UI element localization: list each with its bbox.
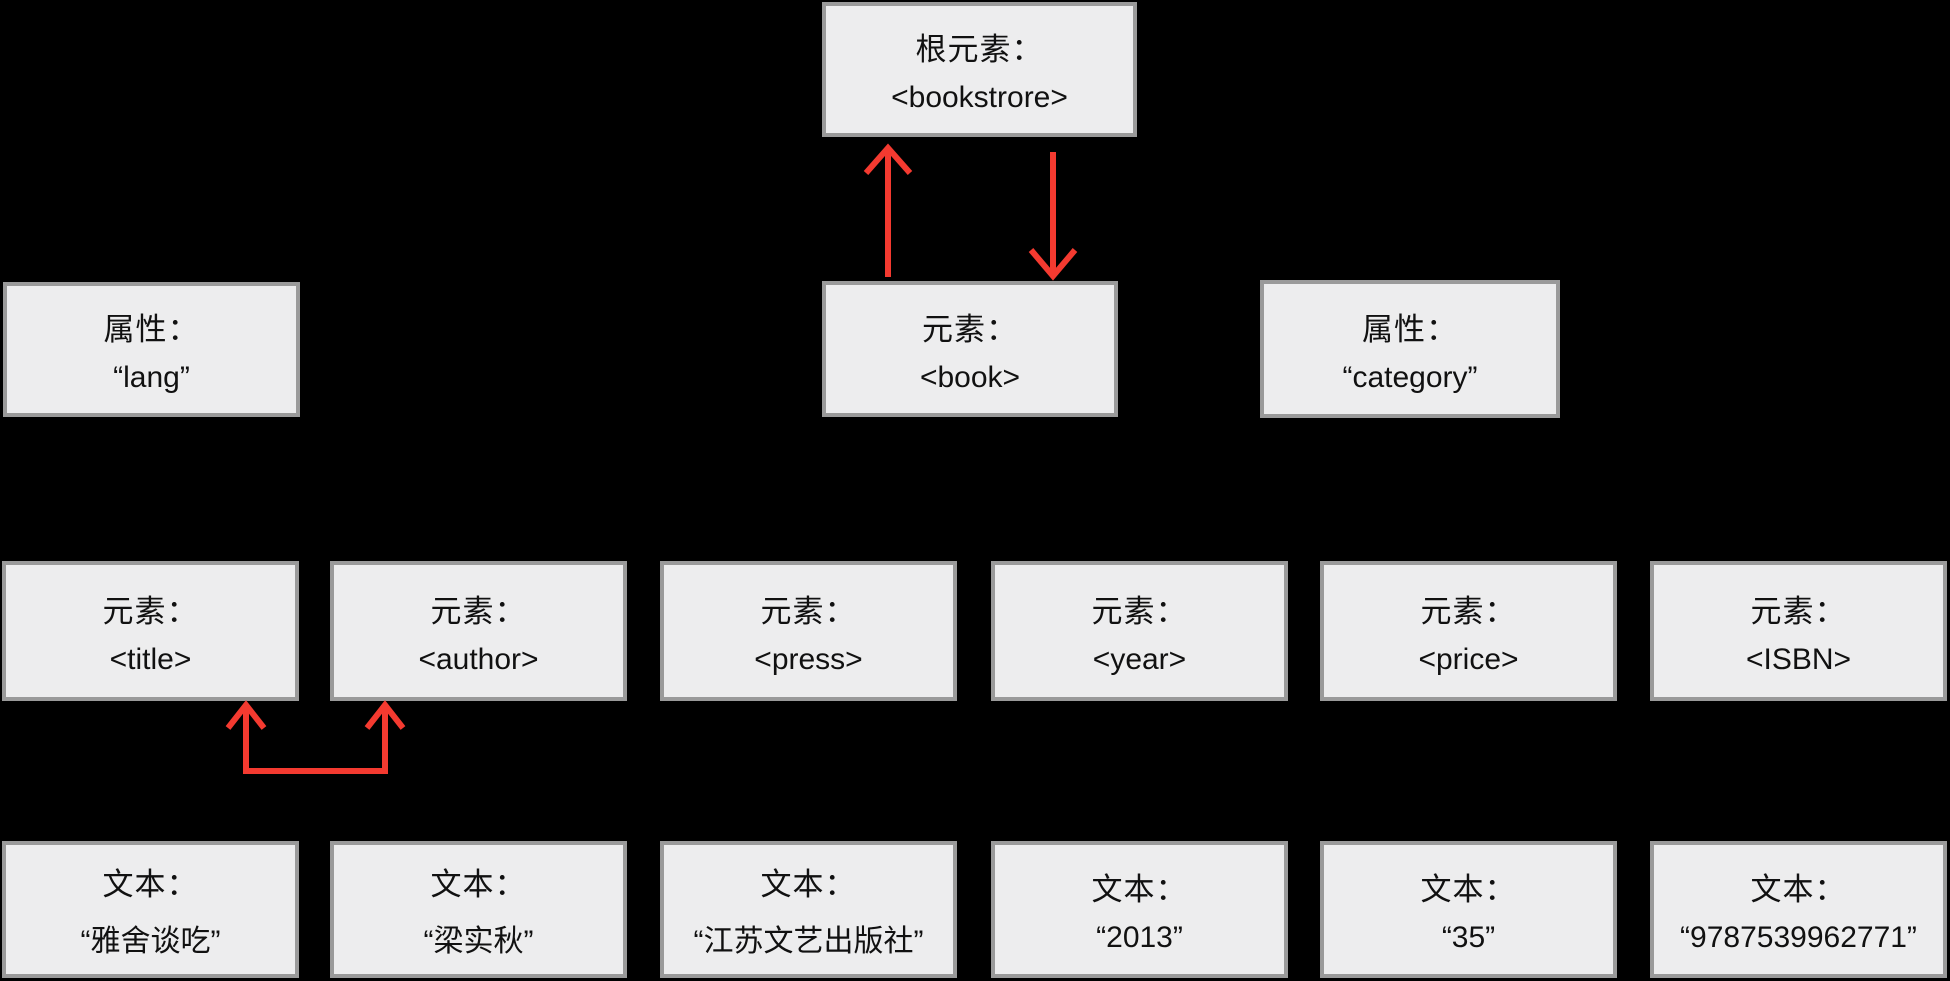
node-label: 元素： — [922, 311, 1018, 347]
node-value: “雅舍谈吃” — [80, 925, 221, 958]
node-value: “category” — [1342, 360, 1478, 394]
node-element-author: 元素： <author> — [330, 561, 627, 701]
node-text-year: 文本： “2013” — [991, 841, 1288, 978]
node-value: <title> — [109, 642, 192, 676]
node-value: <press> — [754, 642, 863, 676]
node-value: <author> — [418, 642, 539, 676]
arrow-down-root-to-book-icon — [1028, 152, 1078, 281]
node-label: 元素： — [1750, 593, 1847, 629]
node-value: <bookstrore> — [891, 81, 1068, 114]
node-root-element: 根元素： <bookstrore> — [822, 2, 1137, 137]
node-element-press: 元素： <press> — [660, 561, 957, 701]
node-label: 文本： — [430, 867, 527, 902]
node-attribute-category: 属性： “category” — [1260, 280, 1560, 418]
node-value: <price> — [1418, 642, 1519, 676]
node-label: 文本： — [102, 867, 199, 902]
node-value: “2013” — [1096, 921, 1183, 954]
node-element-book: 元素： <book> — [822, 281, 1118, 417]
node-attribute-lang: 属性： “lang” — [3, 282, 300, 417]
node-element-isbn: 元素： <ISBN> — [1650, 561, 1947, 701]
node-value: “江苏文艺出版社” — [693, 925, 924, 958]
node-value: <ISBN> — [1745, 642, 1852, 676]
node-label: 文本： — [1420, 872, 1517, 907]
node-value: <year> — [1092, 642, 1187, 676]
node-label: 文本： — [1750, 872, 1847, 907]
node-label: 元素： — [1091, 593, 1188, 629]
node-label: 文本： — [1091, 872, 1188, 907]
node-text-author: 文本： “梁实秋” — [330, 841, 627, 978]
node-value: <book> — [919, 360, 1021, 394]
node-element-price: 元素： <price> — [1320, 561, 1617, 701]
node-value: “梁实秋” — [423, 925, 534, 958]
node-element-title: 元素： <title> — [2, 561, 299, 701]
node-text-title: 文本： “雅舍谈吃” — [2, 841, 299, 978]
node-label: 元素： — [760, 593, 857, 629]
node-value: “lang” — [113, 361, 190, 394]
node-value: “35” — [1441, 921, 1496, 954]
node-label: 元素： — [430, 593, 527, 629]
node-label: 根元素： — [915, 32, 1044, 67]
arrow-sibling-title-author-icon — [225, 700, 406, 774]
node-label: 属性： — [1362, 311, 1458, 347]
node-label: 文本： — [760, 867, 857, 902]
node-text-press: 文本： “江苏文艺出版社” — [660, 841, 957, 978]
node-label: 元素： — [102, 593, 199, 629]
node-label: 属性： — [103, 312, 200, 347]
node-label: 元素： — [1420, 593, 1517, 629]
node-text-isbn: 文本： “9787539962771” — [1650, 841, 1947, 978]
node-text-price: 文本： “35” — [1320, 841, 1617, 978]
node-value: “9787539962771” — [1680, 921, 1917, 954]
arrow-up-book-to-root-icon — [863, 143, 913, 277]
node-element-year: 元素： <year> — [991, 561, 1288, 701]
